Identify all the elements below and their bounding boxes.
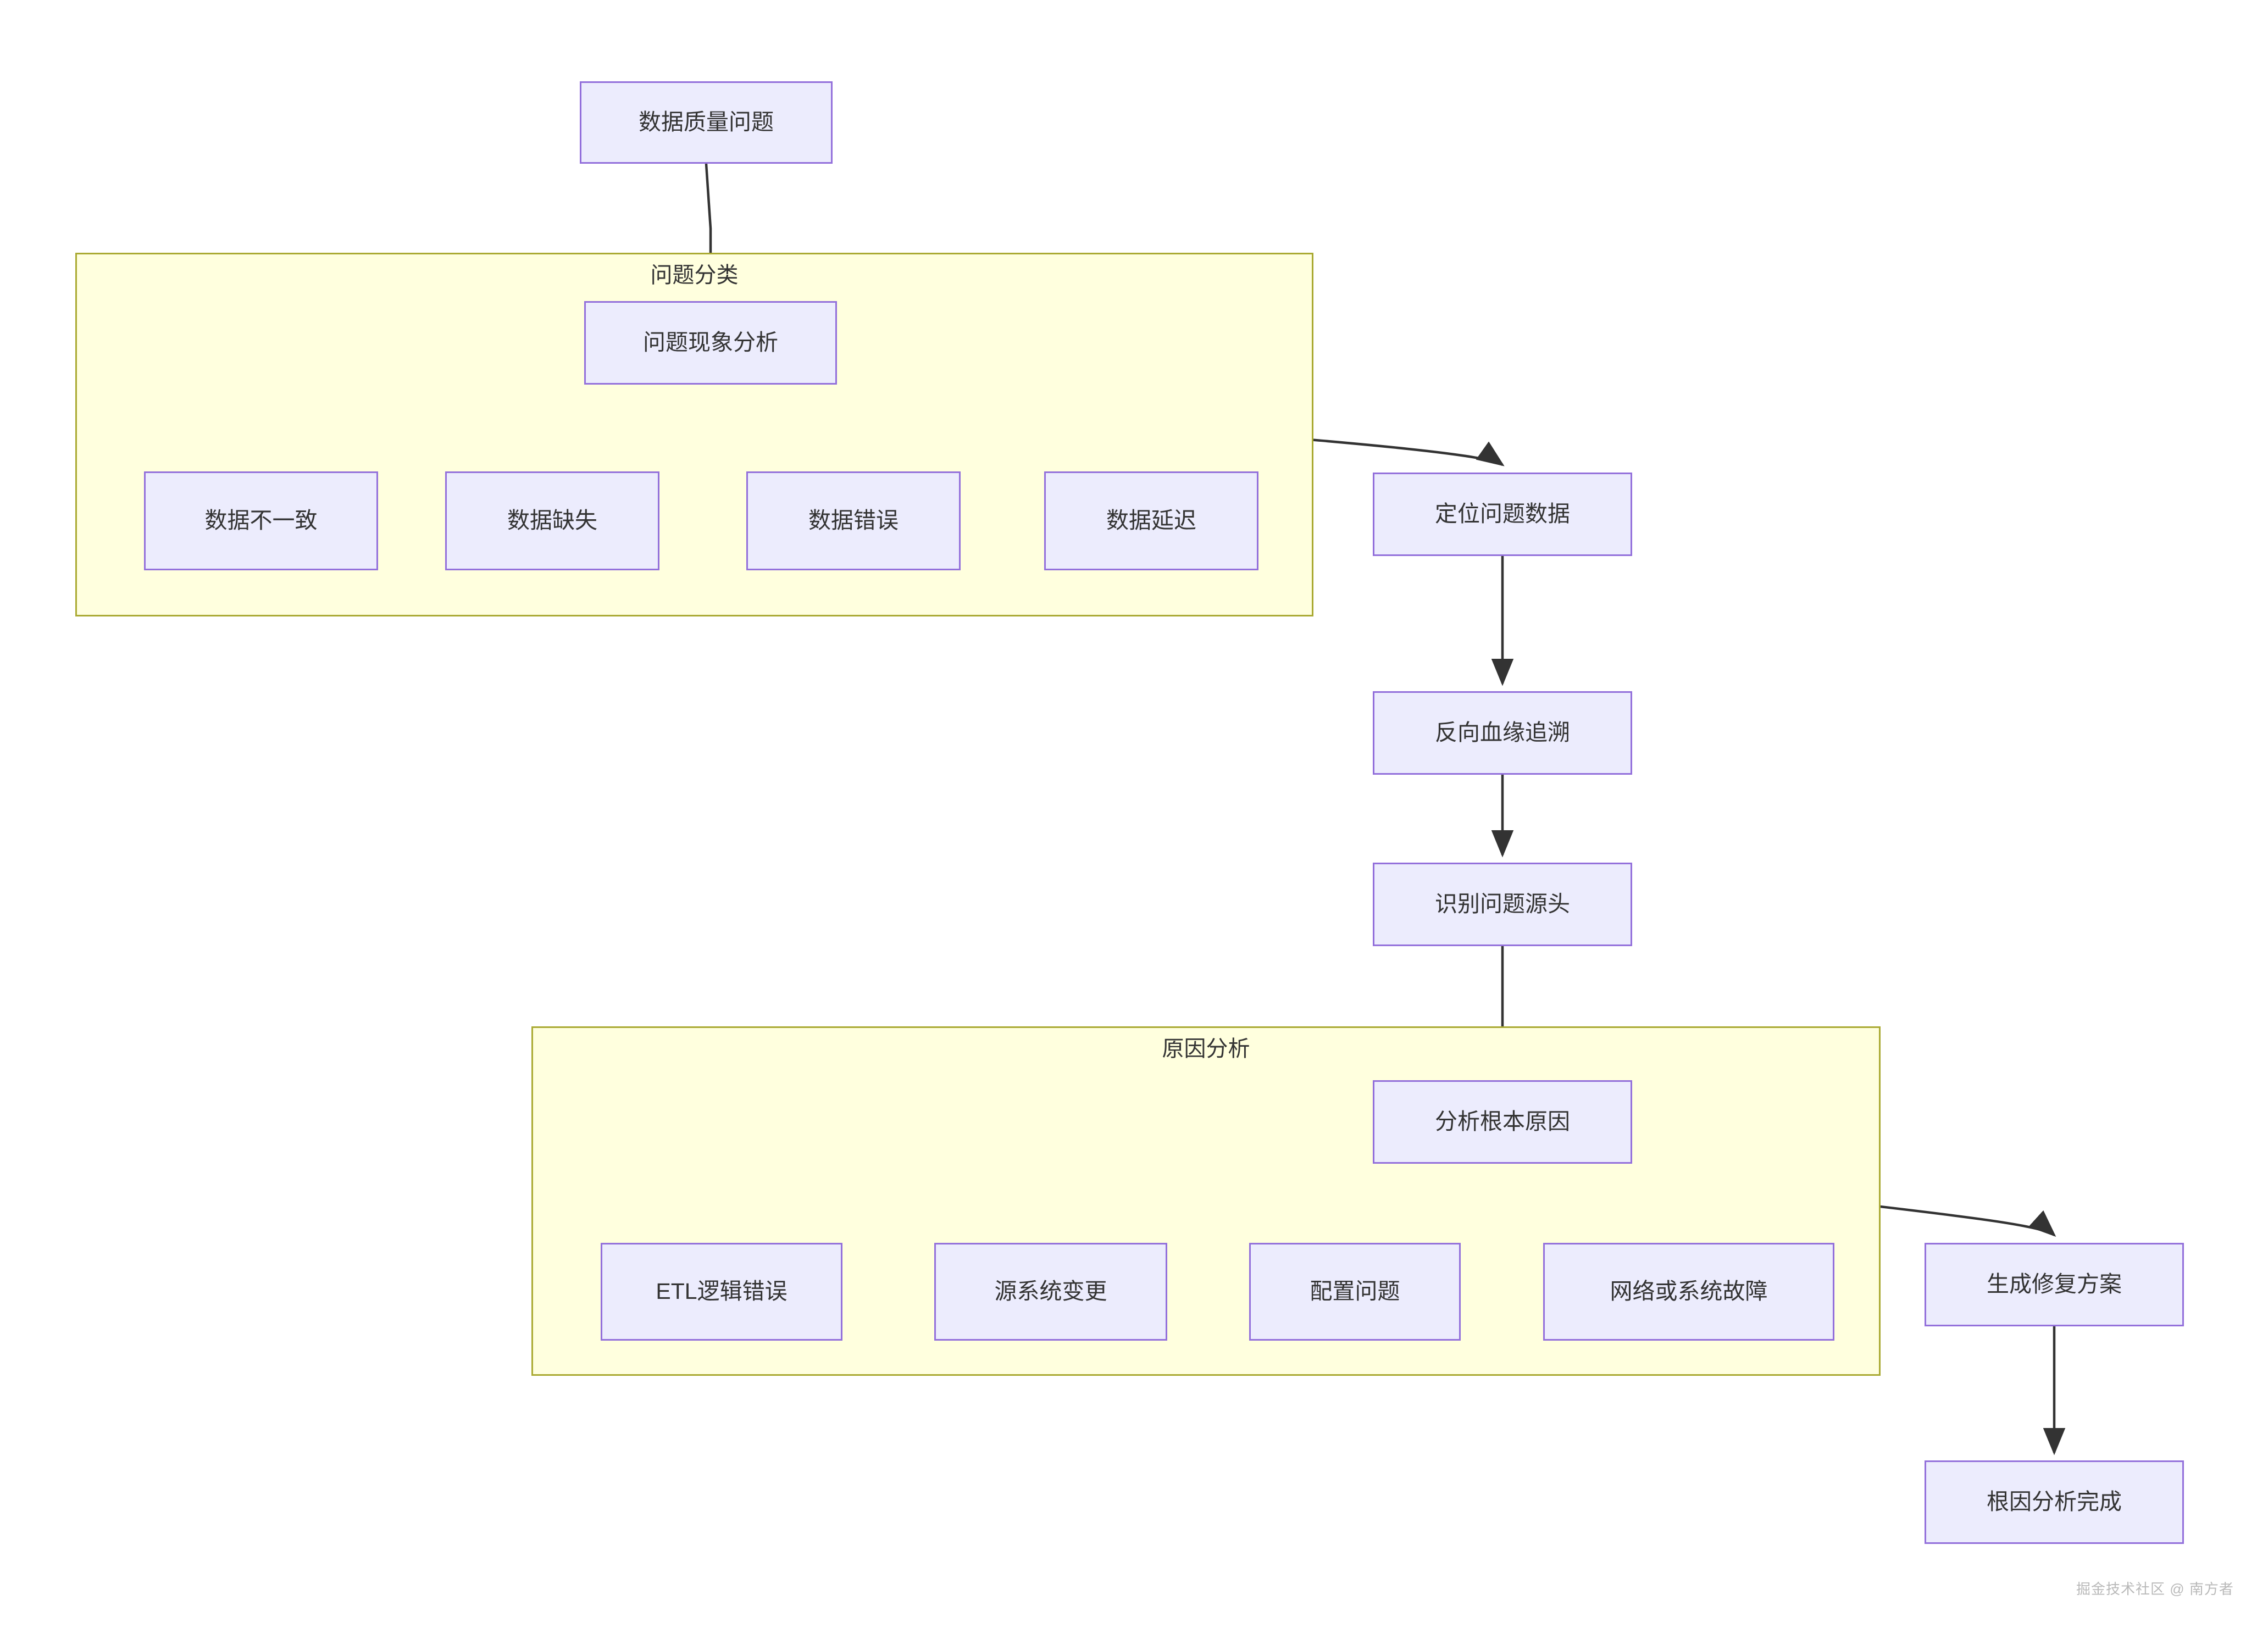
node-label: 数据延迟 bbox=[1106, 508, 1196, 534]
cluster-label-cause-analysis: 原因分析 bbox=[1162, 1037, 1250, 1061]
node-label: 问题现象分析 bbox=[643, 330, 778, 355]
node-identify-source[interactable]: 识别问题源头 bbox=[1373, 863, 1632, 946]
node-reverse-lineage[interactable]: 反向血缘追溯 bbox=[1373, 691, 1632, 775]
node-label: 数据质量问题 bbox=[639, 109, 774, 135]
watermark: 掘金技术社区 @ 南方者 bbox=[2076, 1581, 2234, 1597]
node-label: 根因分析完成 bbox=[1987, 1489, 2122, 1515]
node-label: 反向血缘追溯 bbox=[1435, 720, 1570, 746]
node-data-delay[interactable]: 数据延迟 bbox=[1044, 471, 1258, 570]
node-label: 网络或系统故障 bbox=[1610, 1279, 1768, 1304]
cluster-label-problem-classification: 问题分类 bbox=[650, 263, 739, 287]
node-data-inconsistency[interactable]: 数据不一致 bbox=[144, 471, 378, 570]
node-analyze-root-cause[interactable]: 分析根本原因 bbox=[1373, 1080, 1632, 1164]
node-label: ETL逻辑错误 bbox=[656, 1279, 788, 1304]
node-label: 识别问题源头 bbox=[1435, 891, 1570, 917]
node-data-quality-issue[interactable]: 数据质量问题 bbox=[580, 81, 833, 164]
node-label: 定位问题数据 bbox=[1435, 501, 1570, 527]
node-etl-logic-error[interactable]: ETL逻辑错误 bbox=[601, 1243, 842, 1341]
node-network-failure[interactable]: 网络或系统故障 bbox=[1543, 1243, 1834, 1341]
node-label: 生成修复方案 bbox=[1987, 1271, 2122, 1297]
node-label: 数据不一致 bbox=[204, 508, 318, 534]
node-label: 源系统变更 bbox=[994, 1279, 1107, 1304]
node-source-system-change[interactable]: 源系统变更 bbox=[934, 1243, 1167, 1341]
node-label: 数据错误 bbox=[808, 508, 899, 534]
node-label: 分析根本原因 bbox=[1435, 1109, 1570, 1135]
node-label: 数据缺失 bbox=[507, 508, 597, 534]
node-symptom-analysis[interactable]: 问题现象分析 bbox=[584, 301, 837, 385]
node-data-missing[interactable]: 数据缺失 bbox=[445, 471, 659, 570]
node-config-issue[interactable]: 配置问题 bbox=[1249, 1243, 1461, 1341]
node-locate-problem-data[interactable]: 定位问题数据 bbox=[1373, 473, 1632, 556]
node-rca-complete[interactable]: 根因分析完成 bbox=[1925, 1460, 2184, 1544]
node-generate-fix-plan[interactable]: 生成修复方案 bbox=[1925, 1243, 2184, 1326]
node-data-error[interactable]: 数据错误 bbox=[746, 471, 961, 570]
node-label: 配置问题 bbox=[1310, 1279, 1400, 1304]
